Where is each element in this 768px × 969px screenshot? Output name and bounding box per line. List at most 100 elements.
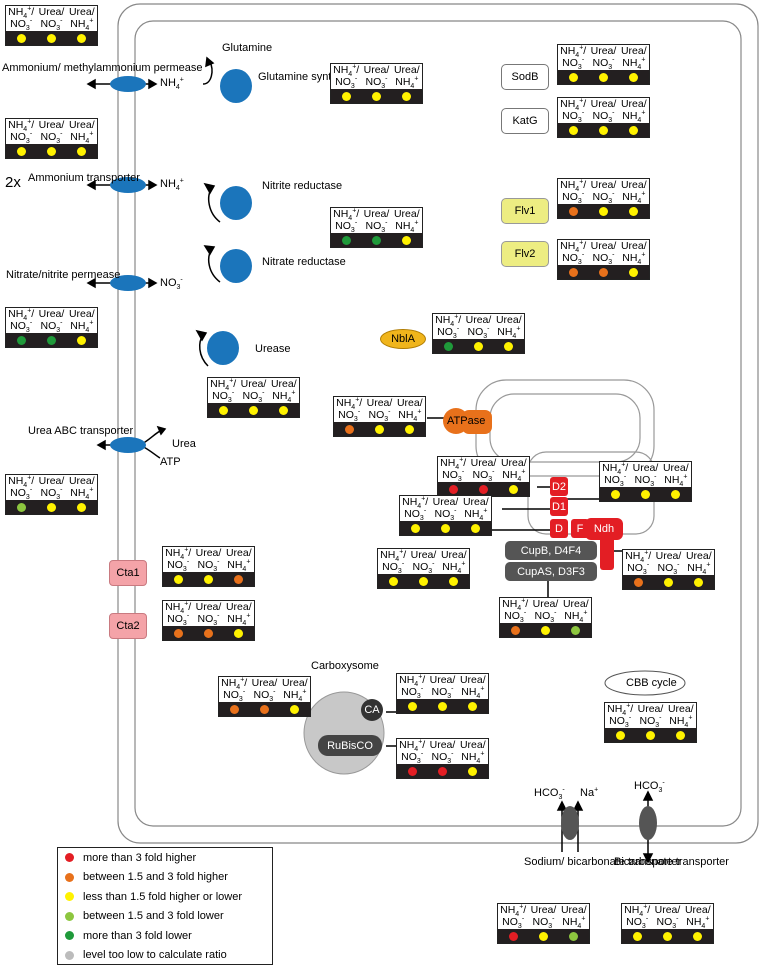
rubisco-tag: RuBisCO [318,735,382,756]
ratio-bar [6,31,97,45]
atp-label: ATP [160,456,181,468]
ratio-header-2: Urea/NO3- [195,601,222,627]
ratio-box-header: NH4+/NO3-Urea/NO3-Urea/NH4+ [219,677,310,703]
ratio-header-2: Urea/NO3- [38,119,65,145]
ratio-dot-yellow [449,576,459,586]
ratio-dot-yellow [693,931,703,941]
ratio-dot-yellow [218,405,228,415]
glutamine-synthetase-label: Glutamine synthetase [258,71,365,83]
ratio-dot-yellow [290,704,300,714]
sodium-bicarbonate-label: Sodium/ bicarbonate transporter [524,856,682,868]
ndh-tag: Ndh [585,518,623,540]
ratio-box-header: NH4+/NO3-Urea/NO3-Urea/NH4+ [558,179,649,205]
nitrite-reductase-circle [220,186,252,220]
ratio-header-2: Urea/NO3- [637,703,664,729]
ratio-dot-orange [568,267,578,277]
legend-dot-orange [65,872,74,882]
bicarbonate-label: Bicarbonate transporter [614,856,729,868]
d2-tag: D2 [550,477,568,496]
ratio-box-header: NH4+/NO3-Urea/NO3-Urea/NH4+ [6,119,97,145]
ratio-bar [6,333,97,347]
nh4-label-1: NH4+ [160,76,184,92]
ratio-box-katg: NH4+/NO3-Urea/NO3-Urea/NH4+ [557,97,650,138]
urease-label: Urease [255,343,291,355]
ratio-dot-orange [598,267,608,277]
ratio-dot-yellow [662,931,672,941]
legend-dot-yellow [65,892,74,902]
ratio-box-header: NH4+/NO3-Urea/NO3-Urea/NH4+ [163,546,254,573]
ratio-dot-darkgreen [371,235,381,245]
ratio-bar [558,204,649,218]
ratio-header-3: Urea/NH4+ [462,496,489,522]
nitrate-reductase-arrow [203,245,221,283]
ratio-dot-orange [229,704,239,714]
amm-permease-label: Ammonium/ methylammonium permease [2,62,203,74]
ratio-header-3: Urea/NH4+ [225,547,252,573]
ratio-dot-yellow [234,628,244,638]
ratio-bar [498,929,589,943]
ratio-header-1: NH4+/NO3- [607,702,634,729]
ratio-dot-yellow [418,576,428,586]
legend-item: level too low to calculate ratio [58,946,272,966]
ratio-dot-yellow [471,523,481,533]
legend-dot-darkgreen [65,931,74,941]
ratio-header-1: NH4+/NO3- [502,597,529,624]
ratio-header-2: Urea/NO3- [38,6,65,32]
ratio-bar [163,626,254,640]
ratio-header-1: NH4+/NO3- [165,546,192,573]
nbla-tag: NblA [380,329,426,349]
ratio-header-2: Urea/NO3- [38,308,65,334]
ratio-header-1: NH4+/NO3- [435,313,462,340]
ratio-header-2: Urea/NO3- [532,598,559,624]
ratio-dot-yellow [598,125,608,135]
ratio-bar [331,233,422,247]
ratio-bar [6,500,97,514]
ratio-box-header: NH4+/NO3-Urea/NO3-Urea/NH4+ [397,738,488,765]
ratio-header-3: Urea/NH4+ [620,179,647,205]
ratio-header-3: Urea/NH4+ [459,674,486,700]
legend-item: less than 1.5 fold higher or lower [58,887,272,907]
nitrate-permease-label: Nitrate/nitrite permease [6,269,121,281]
ratio-box-flv2: NH4+/NO3-Urea/NO3-Urea/NH4+ [557,239,650,280]
ratio-dot-yellow [46,502,56,512]
ratio-box-header: NH4+/NO3-Urea/NO3-Urea/NH4+ [498,904,589,930]
ratio-header-1: NH4+/NO3- [399,738,426,765]
ratio-header-3: Urea/NH4+ [500,457,527,483]
ratio-dot-yellow [598,72,608,82]
sodium-bicarbonate-oval [561,806,579,840]
ratio-box-header: NH4+/NO3-Urea/NO3-Urea/NH4+ [500,597,591,624]
urease-circle [207,331,239,365]
d-tag: D [550,519,568,538]
ratio-dot-orange [510,625,520,635]
ratio-dot-orange [344,424,354,434]
ratio-dot-yellow [173,574,183,584]
two-x-label: 2x [5,174,21,191]
ratio-dot-red [478,484,488,494]
ratio-bar [6,144,97,158]
ratio-box-bicarbonate: NH4+/NO3-Urea/NO3-Urea/NH4+ [621,903,714,944]
ratio-dot-yellow [402,91,412,101]
ratio-box-header: NH4+/NO3-Urea/NO3-Urea/NH4+ [558,98,649,124]
ratio-bar [558,265,649,279]
ratio-bar [378,574,469,588]
ratio-box-header: NH4+/NO3-Urea/NO3-Urea/NH4+ [605,702,696,729]
sodb-tag: SodB [501,64,549,90]
glutamine-synthetase-circle [220,69,252,103]
amm-transporter-oval [110,177,146,193]
ratio-bar [331,89,422,103]
ratio-box-header: NH4+/NO3-Urea/NO3-Urea/NH4+ [378,549,469,575]
ratio-header-1: NH4+/NO3- [8,5,35,32]
ratio-box-d1: NH4+/NO3-Urea/NO3-Urea/NH4+ [599,461,692,502]
ratio-box-header: NH4+/NO3-Urea/NO3-Urea/NH4+ [600,462,691,488]
ratio-dot-yellow [615,730,625,740]
ratio-dot-yellow [598,206,608,216]
ratio-dot-yellow [77,33,87,43]
ratio-dot-yellow [279,405,289,415]
ratio-box-header: NH4+/NO3-Urea/NO3-Urea/NH4+ [334,397,425,423]
ratio-header-3: Urea/NH4+ [396,397,423,423]
bicarbonate-oval [639,806,657,840]
ratio-header-3: Urea/NH4+ [667,703,694,729]
nitrite-reductase-label: Nitrite reductase [262,180,343,192]
ratio-dot-yellow [407,701,417,711]
